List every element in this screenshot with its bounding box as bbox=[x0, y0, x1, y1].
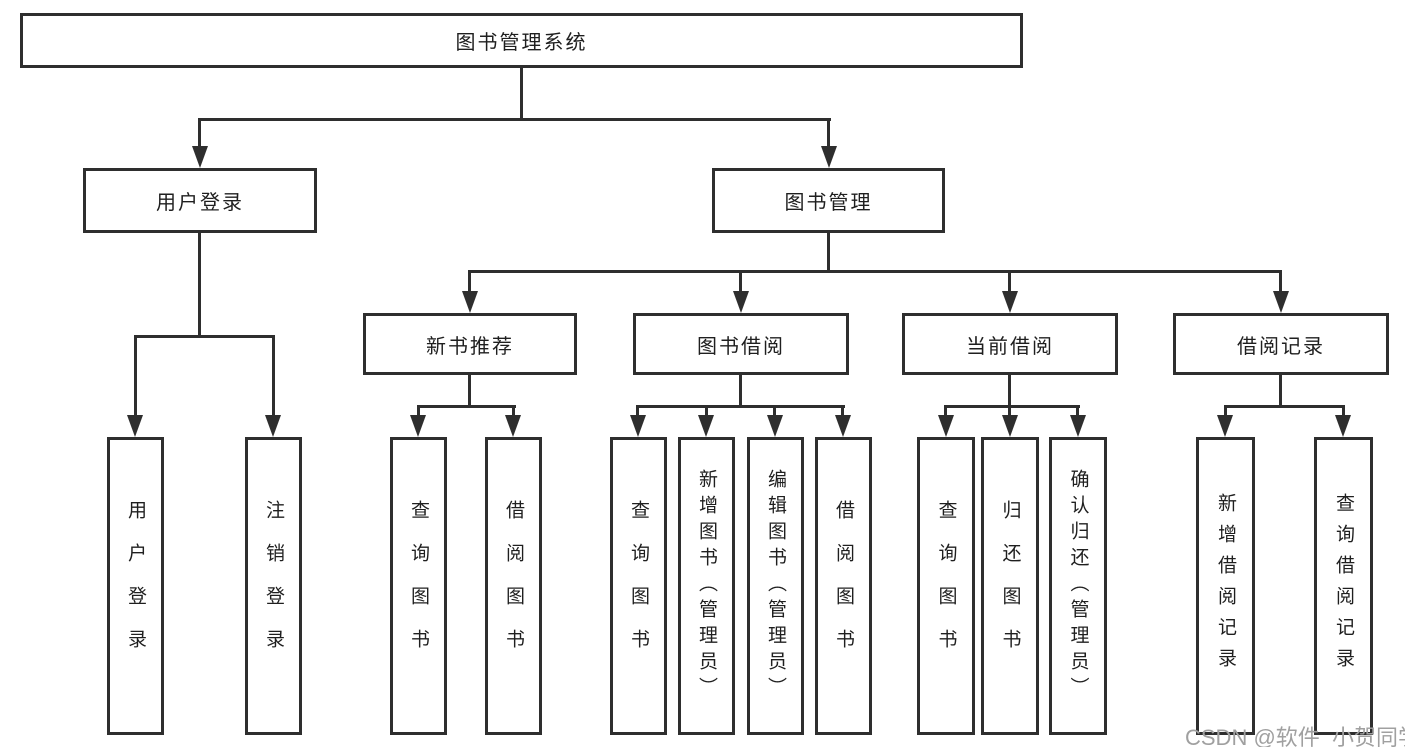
arrow-down-icon bbox=[1335, 415, 1351, 437]
arrow-down-icon bbox=[821, 146, 837, 168]
connector-line bbox=[272, 335, 275, 417]
connector-line bbox=[468, 270, 471, 293]
arrow-down-icon bbox=[410, 415, 426, 437]
node-label: 新书推荐 bbox=[426, 335, 514, 358]
connector-line bbox=[827, 118, 830, 148]
connector-line bbox=[198, 233, 201, 335]
leaf-label: 查询图书 bbox=[935, 500, 957, 672]
connector-line bbox=[1279, 375, 1282, 408]
node-book-borrowing: 图书借阅 bbox=[633, 313, 849, 375]
leaf-label: 借阅图书 bbox=[833, 500, 854, 672]
connector-line bbox=[198, 118, 201, 148]
connector-line bbox=[134, 335, 275, 338]
connector-line bbox=[636, 405, 845, 408]
connector-line bbox=[841, 405, 844, 417]
connector-line bbox=[417, 405, 516, 408]
connector-line bbox=[468, 375, 471, 408]
arrow-down-icon bbox=[630, 415, 646, 437]
node-user-login: 用户登录 bbox=[83, 168, 317, 233]
leaf-add-books-admin: 新增图书（管理员） bbox=[678, 437, 735, 735]
node-label: 图书管理 bbox=[784, 192, 873, 214]
connector-line bbox=[705, 405, 708, 417]
leaf-user-login: 用户登录 bbox=[107, 437, 164, 735]
connector-line bbox=[1008, 375, 1011, 408]
leaf-label: 新增借阅记录 bbox=[1215, 493, 1236, 679]
leaf-logout: 注销登录 bbox=[245, 437, 302, 735]
node-label: 借阅记录 bbox=[1237, 335, 1325, 358]
node-label: 图书管理系统 bbox=[455, 32, 588, 54]
arrow-down-icon bbox=[938, 415, 954, 437]
arrow-down-icon bbox=[1273, 291, 1289, 313]
node-label: 图书借阅 bbox=[697, 335, 785, 358]
leaf-label: 确认归还（管理员） bbox=[1067, 469, 1089, 703]
connector-line bbox=[1224, 405, 1345, 408]
leaf-query-books-recommend: 查询图书 bbox=[390, 437, 447, 735]
leaf-label: 编辑图书（管理员） bbox=[765, 469, 786, 703]
node-book-management-system: 图书管理系统 bbox=[20, 13, 1023, 68]
leaf-label: 注销登录 bbox=[263, 500, 284, 672]
connector-line bbox=[944, 405, 1080, 408]
leaf-label: 查询图书 bbox=[628, 500, 649, 672]
arrow-down-icon bbox=[462, 291, 478, 313]
arrow-down-icon bbox=[835, 415, 851, 437]
arrow-down-icon bbox=[1002, 291, 1018, 313]
arrow-down-icon bbox=[1070, 415, 1086, 437]
node-borrowing-records: 借阅记录 bbox=[1173, 313, 1389, 375]
leaf-borrow-books-recommend: 借阅图书 bbox=[485, 437, 542, 735]
node-label: 用户登录 bbox=[156, 192, 244, 214]
leaf-query-books-borrowing: 查询图书 bbox=[610, 437, 667, 735]
arrow-down-icon bbox=[505, 415, 521, 437]
connector-line bbox=[520, 68, 523, 118]
node-label: 当前借阅 bbox=[966, 335, 1054, 358]
leaf-query-borrow-record: 查询借阅记录 bbox=[1314, 437, 1373, 735]
arrow-down-icon bbox=[733, 291, 749, 313]
connector-line bbox=[739, 270, 742, 293]
connector-line bbox=[1279, 270, 1282, 293]
leaf-add-borrow-record: 新增借阅记录 bbox=[1196, 437, 1255, 735]
node-book-management: 图书管理 bbox=[712, 168, 945, 233]
arrow-down-icon bbox=[698, 415, 714, 437]
leaf-label: 新增图书（管理员） bbox=[696, 469, 717, 703]
leaf-return-books: 归还图书 bbox=[981, 437, 1039, 735]
csdn-watermark: CSDN @软件_小贺同学 bbox=[1185, 725, 1405, 747]
arrow-down-icon bbox=[127, 415, 143, 437]
arrow-down-icon bbox=[192, 146, 208, 168]
arrow-down-icon bbox=[265, 415, 281, 437]
leaf-label: 查询图书 bbox=[408, 500, 429, 672]
connector-line bbox=[636, 405, 639, 417]
connector-line bbox=[417, 405, 420, 417]
connector-line bbox=[827, 233, 830, 273]
connector-line bbox=[468, 270, 1282, 273]
connector-line bbox=[773, 405, 776, 417]
arrow-down-icon bbox=[767, 415, 783, 437]
arrow-down-icon bbox=[1002, 415, 1018, 437]
connector-line bbox=[198, 118, 831, 121]
connector-line bbox=[134, 335, 137, 417]
leaf-query-books-current: 查询图书 bbox=[917, 437, 975, 735]
connector-line bbox=[1342, 405, 1345, 417]
connector-line bbox=[1008, 405, 1011, 417]
leaf-label: 用户登录 bbox=[125, 500, 146, 672]
arrow-down-icon bbox=[1217, 415, 1233, 437]
connector-line bbox=[512, 405, 515, 417]
connector-line bbox=[739, 375, 742, 408]
connector-line bbox=[1008, 270, 1011, 293]
leaf-label: 借阅图书 bbox=[503, 500, 524, 672]
leaf-confirm-return-admin: 确认归还（管理员） bbox=[1049, 437, 1107, 735]
node-current-borrowing: 当前借阅 bbox=[902, 313, 1118, 375]
connector-line bbox=[1224, 405, 1227, 417]
leaf-label: 归还图书 bbox=[999, 500, 1021, 672]
node-new-book-recommend: 新书推荐 bbox=[363, 313, 577, 375]
leaf-label: 查询借阅记录 bbox=[1333, 493, 1354, 679]
connector-line bbox=[944, 405, 947, 417]
leaf-borrow-books: 借阅图书 bbox=[815, 437, 872, 735]
connector-line bbox=[1076, 405, 1079, 417]
leaf-edit-books-admin: 编辑图书（管理员） bbox=[747, 437, 804, 735]
